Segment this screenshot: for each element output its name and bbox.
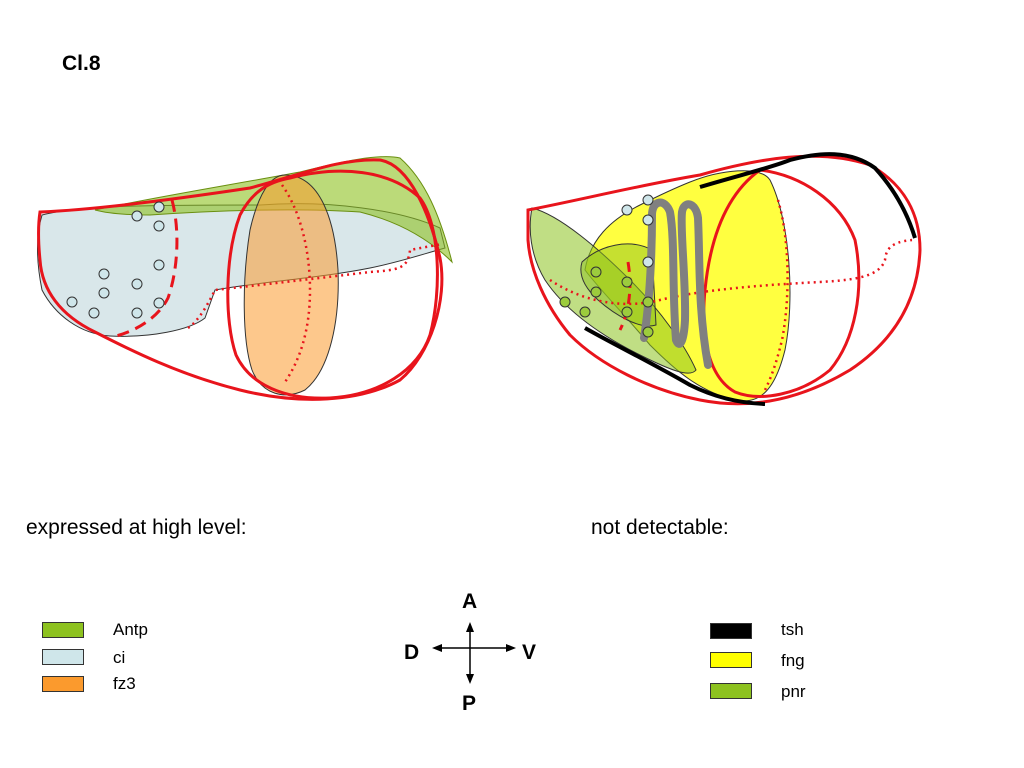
legend-label-ci: ci: [113, 648, 126, 667]
left-ci-cells: [66, 201, 165, 319]
legend-swatch-fng: [710, 652, 752, 668]
right-dashed-boundary: [618, 261, 632, 331]
legend-swatch-fz3: [42, 676, 84, 692]
right-inner-outline: [702, 168, 861, 398]
heading-expressed: expressed at high level:: [26, 516, 247, 539]
right-cells: [621, 194, 654, 268]
right-outer-outline: [526, 154, 922, 406]
legend-label-antp: Antp: [113, 620, 148, 639]
axis-label-ventral: V: [522, 641, 537, 664]
legend-swatch-pnr: [710, 683, 752, 699]
right-dotted-horizontal: [549, 238, 913, 306]
legend-swatch-tsh: [710, 623, 752, 639]
right-disc: [526, 152, 922, 406]
right-tsh-top: [699, 152, 917, 239]
right-pnr-cells: [559, 266, 654, 338]
left-dashed-boundary: [111, 199, 179, 339]
legend-label-fng: fng: [781, 651, 805, 670]
legend-swatch-ci: [42, 649, 84, 665]
axis-label-dorsal: D: [404, 641, 420, 664]
right-tsh-bottom: [584, 326, 766, 406]
left-dotted-vertical: [280, 184, 312, 383]
right-gray-marker: [640, 198, 712, 369]
axis-label-anterior: A: [462, 590, 478, 613]
legend-label-fz3: fz3: [113, 674, 136, 693]
legend-label-tsh: tsh: [781, 620, 804, 639]
axis-label-posterior: P: [462, 692, 477, 715]
left-disc: [37, 156, 453, 401]
left-inner-outline: [226, 169, 439, 400]
orientation-axes: [432, 622, 516, 684]
right-pnr-patch: [580, 243, 657, 327]
figure-title: Cl.8: [62, 52, 101, 75]
heading-not-detectable: not detectable:: [591, 516, 729, 539]
legend-label-pnr: pnr: [781, 682, 806, 701]
legend-swatch-antp: [42, 622, 84, 638]
